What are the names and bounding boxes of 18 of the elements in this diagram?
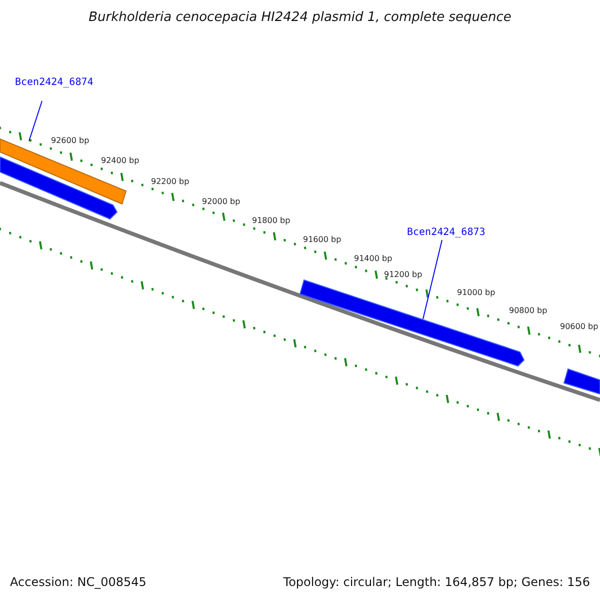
gene-label: Bcen2424_6874 (15, 77, 94, 88)
scale-label: 91600 bp (303, 235, 342, 244)
leader-line (28, 100, 42, 142)
accession-text: Accession: NC_008545 (10, 575, 146, 589)
scale-label: 92200 bp (151, 177, 190, 186)
title: Burkholderia cenocepacia HI2424 plasmid 1, complete sequence (88, 10, 512, 25)
summary-text: Topology: circular; Length: 164,857 bp; Genes: 156 (283, 575, 590, 589)
gene-bar (0, 138, 127, 205)
leader-line (422, 240, 442, 320)
scale-label: 92600 bp (51, 136, 90, 145)
scale-label: 91400 bp (354, 254, 392, 263)
gene-label: Bcen2424_6873 (407, 227, 486, 238)
scale-label: 90600 bp (560, 322, 598, 331)
scale-label: 92000 bp (202, 197, 240, 206)
scale-label: 92400 bp (101, 156, 140, 165)
scale-label: 91800 bp (252, 216, 290, 225)
scale-label: 91000 bp (457, 288, 496, 297)
scale-label: 90800 bp (509, 306, 548, 315)
